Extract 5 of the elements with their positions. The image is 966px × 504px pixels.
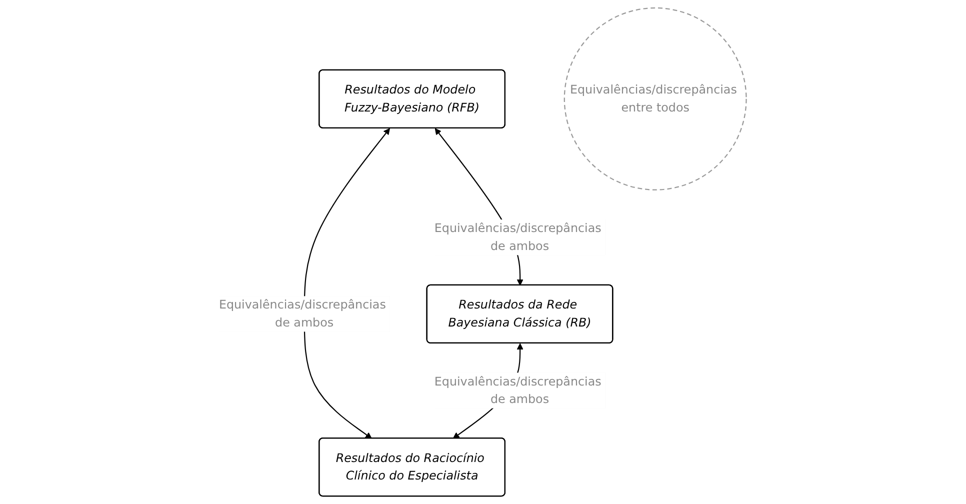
edge-label: Equivalências/discrepâncias de ambos bbox=[434, 221, 602, 253]
edge-label: Equivalências/discrepâncias de ambos bbox=[434, 374, 602, 406]
node-circle: Equivalências/discrepâncias entre todos bbox=[564, 7, 748, 190]
arrow bbox=[304, 128, 390, 439]
edge-label: Equivalências/discrepâncias de ambos bbox=[219, 298, 386, 330]
